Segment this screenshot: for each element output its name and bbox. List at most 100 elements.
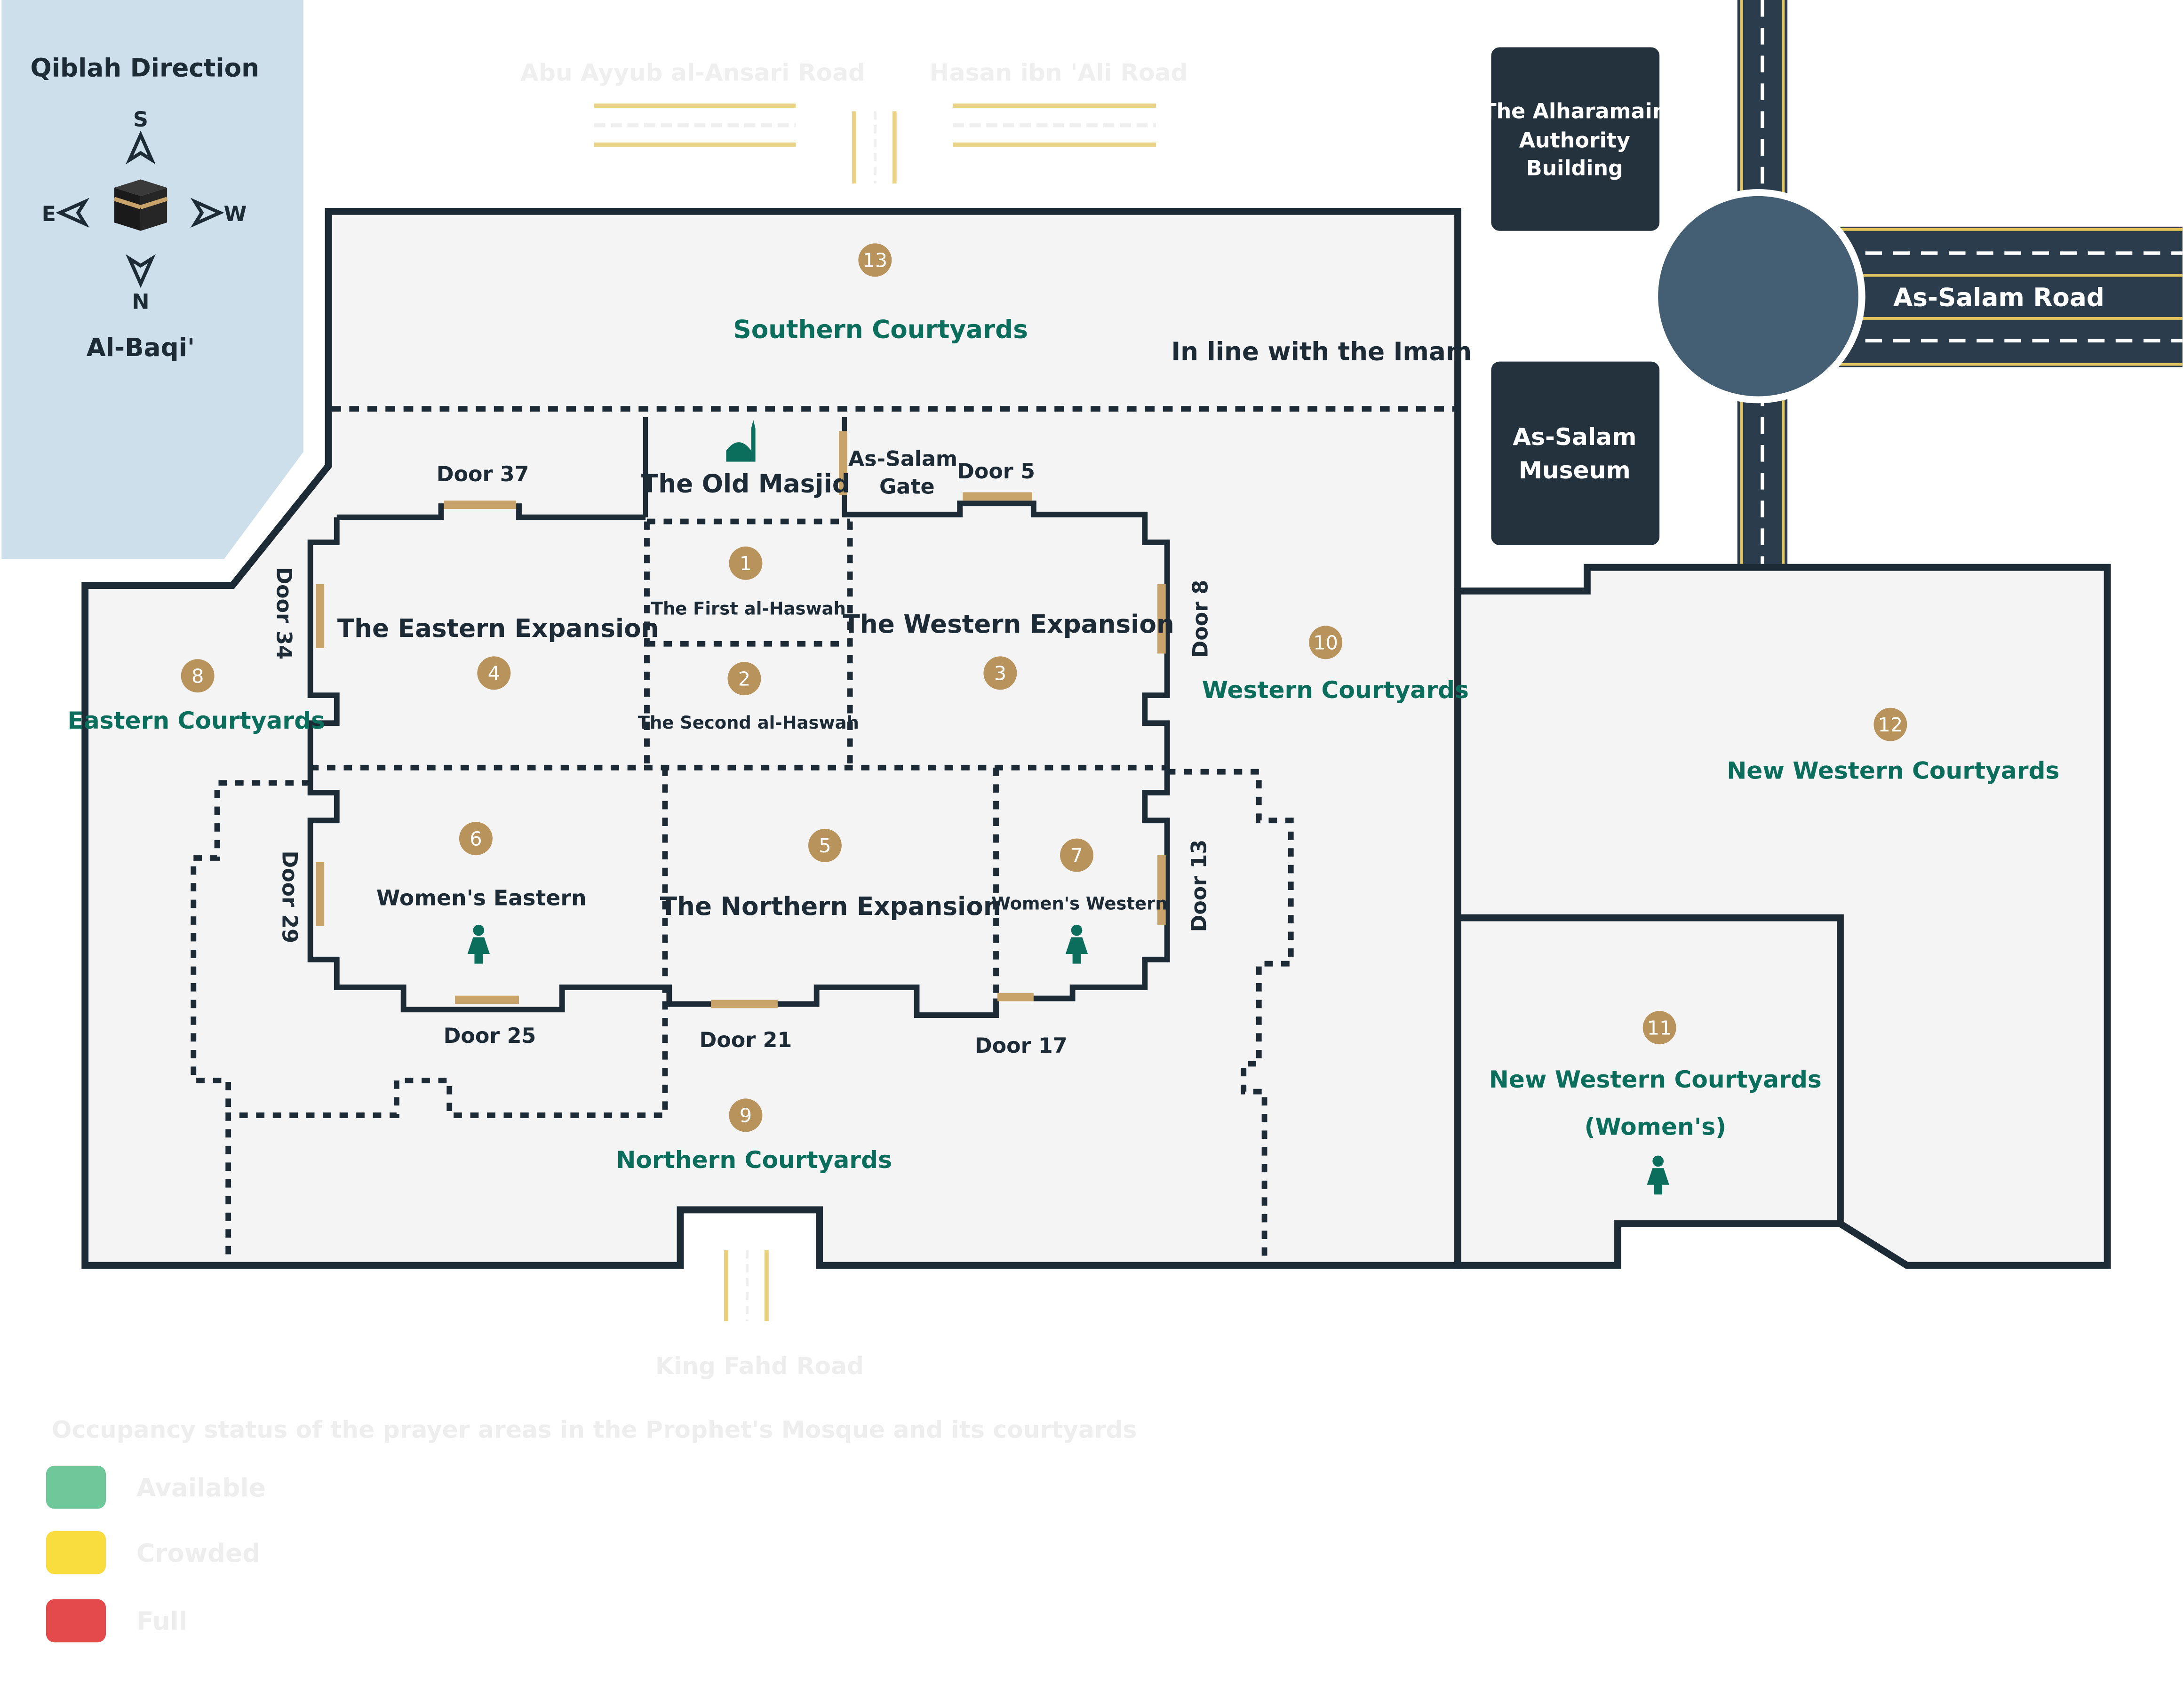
door-17-marker [997,993,1034,1001]
area-1-number-badge: 1 [729,546,763,580]
svg-text:Building: Building [1526,156,1623,180]
arrow-up-icon [126,130,156,165]
area-4-label[interactable]: The Eastern Expansion [337,614,659,643]
area-8-number-badge: 8 [181,659,215,693]
svg-text:Authority: Authority [1519,128,1630,152]
area-12-number-badge: 12 [1873,707,1907,741]
legend-label-available: Available [136,1473,266,1502]
area-6-number-badge: 6 [459,822,493,856]
door-17-label: Door 17 [975,1034,1068,1058]
svg-text:3: 3 [994,662,1006,685]
area-12-label[interactable]: New Western Courtyards [1727,756,2059,784]
road-label-king-fahd: King Fahd Road [655,1352,864,1380]
legend-swatch-crowded [46,1531,106,1574]
door-29-marker [316,862,325,926]
old-masjid-label[interactable]: The Old Masjid [641,469,850,499]
compass-south-label: S [133,108,148,132]
mosque-compound [81,207,2111,1269]
qiblah-compass-panel: Qiblah Direction S N E W Al-Baqi' [1,0,303,559]
al-baqi-label: Al-Baqi' [87,333,195,362]
door-8-label: Door 8 [1188,580,1212,658]
imam-line-label: In line with the Imam [1171,337,1472,366]
area-11-number-badge: 11 [1642,1011,1676,1045]
area-11-label-2[interactable]: (Women's) [1584,1112,1726,1140]
area-13-southern-courtyards[interactable]: Southern Courtyards [733,315,1028,344]
top-roads: Abu Ayyub al-Ansari Road Hasan ibn 'Ali … [520,58,1188,184]
svg-text:2: 2 [738,667,750,690]
area-6-label[interactable]: Women's Eastern [376,885,587,911]
svg-text:Museum: Museum [1519,456,1631,484]
svg-text:6: 6 [470,827,482,850]
area-8-label[interactable]: Eastern Courtyards [67,707,325,734]
door-34-marker [316,584,325,648]
road-label-abu-ayyub: Abu Ayyub al-Ansari Road [520,58,865,86]
area-dividers [191,518,1294,1266]
area-7-label[interactable]: Women's Western [991,893,1167,913]
svg-text:As-Salam: As-Salam [1513,423,1636,451]
svg-text:The Alharamain: The Alharamain [1482,99,1667,123]
road-label-hasan: Hasan ibn 'Ali Road [930,58,1188,86]
svg-text:10: 10 [1313,632,1338,654]
legend-title: Occupancy status of the prayer areas in … [52,1416,1137,1444]
door-37-label: Door 37 [437,462,529,486]
doors [316,431,1166,1009]
area-10-label[interactable]: Western Courtyards [1202,676,1469,704]
svg-text:4: 4 [488,662,500,685]
area-3-label[interactable]: The Western Expansion [843,610,1174,639]
area-3-number-badge: 3 [983,656,1017,690]
arrow-down-icon [126,254,156,288]
svg-text:12: 12 [1878,714,1903,736]
door-5-label: Door 5 [957,460,1035,484]
occupancy-legend: Occupancy status of the prayer areas in … [46,1416,1137,1643]
arrow-left-icon [56,198,90,228]
door-29-label: Door 29 [277,850,301,943]
area-9-label[interactable]: Northern Courtyards [616,1146,892,1174]
area-5-number-badge: 5 [808,828,842,862]
kaaba-icon [113,179,168,231]
svg-text:1: 1 [740,552,752,575]
area-2-number-badge: 2 [727,662,761,696]
svg-text:9: 9 [740,1104,752,1127]
area-5-label[interactable]: The Northern Expansion [660,892,1001,921]
door-8-marker [1157,584,1166,654]
area-13-number-badge: 13 [858,243,892,277]
compass-east-label: E [42,202,56,226]
arrow-right-icon [190,198,224,228]
roundabout [1658,196,1858,397]
area-4-number-badge: 4 [477,656,511,690]
legend-label-crowded: Crowded [136,1539,260,1568]
mosque-icon [726,420,756,462]
woman-icon [1647,1155,1669,1195]
area-2-label[interactable]: The Second al-Haswah [638,713,859,733]
road-label-as-salam: As-Salam Road [1893,283,2104,312]
door-5-marker [963,492,1032,501]
door-37-marker [444,500,517,509]
svg-text:11: 11 [1647,1017,1672,1039]
door-25-marker [455,995,519,1004]
area-7-number-badge: 7 [1060,838,1093,872]
as-salam-museum: As-Salam Museum [1491,361,1660,545]
svg-text:7: 7 [1070,844,1083,867]
door-13-marker [1157,855,1166,925]
door-34-label: Door 34 [272,567,296,659]
as-salam-gate-label-2: Gate [879,475,935,499]
woman-icon [1065,924,1088,964]
area-1-label[interactable]: The First al-Haswah [651,599,846,619]
area-11-label-1[interactable]: New Western Courtyards [1489,1065,1822,1093]
door-13-label: Door 13 [1187,840,1211,932]
svg-text:8: 8 [191,665,204,688]
as-salam-gate-label-1: As-Salam [848,447,957,471]
compass-north-label: N [132,290,149,314]
door-21-label: Door 21 [700,1028,792,1052]
legend-swatch-available [46,1465,106,1509]
area-10-number-badge: 10 [1309,626,1343,659]
bottom-road: King Fahd Road [655,1250,864,1380]
door-21-marker [710,1000,778,1009]
woman-icon [467,924,490,964]
legend-swatch-full [46,1599,106,1643]
as-salam-gate-marker [838,431,847,495]
right-roads: As-Salam Road [1651,0,2183,571]
legend-label-full: Full [136,1607,187,1636]
authority-building: The Alharamain Authority Building [1482,47,1667,231]
door-25-label: Door 25 [444,1024,536,1048]
